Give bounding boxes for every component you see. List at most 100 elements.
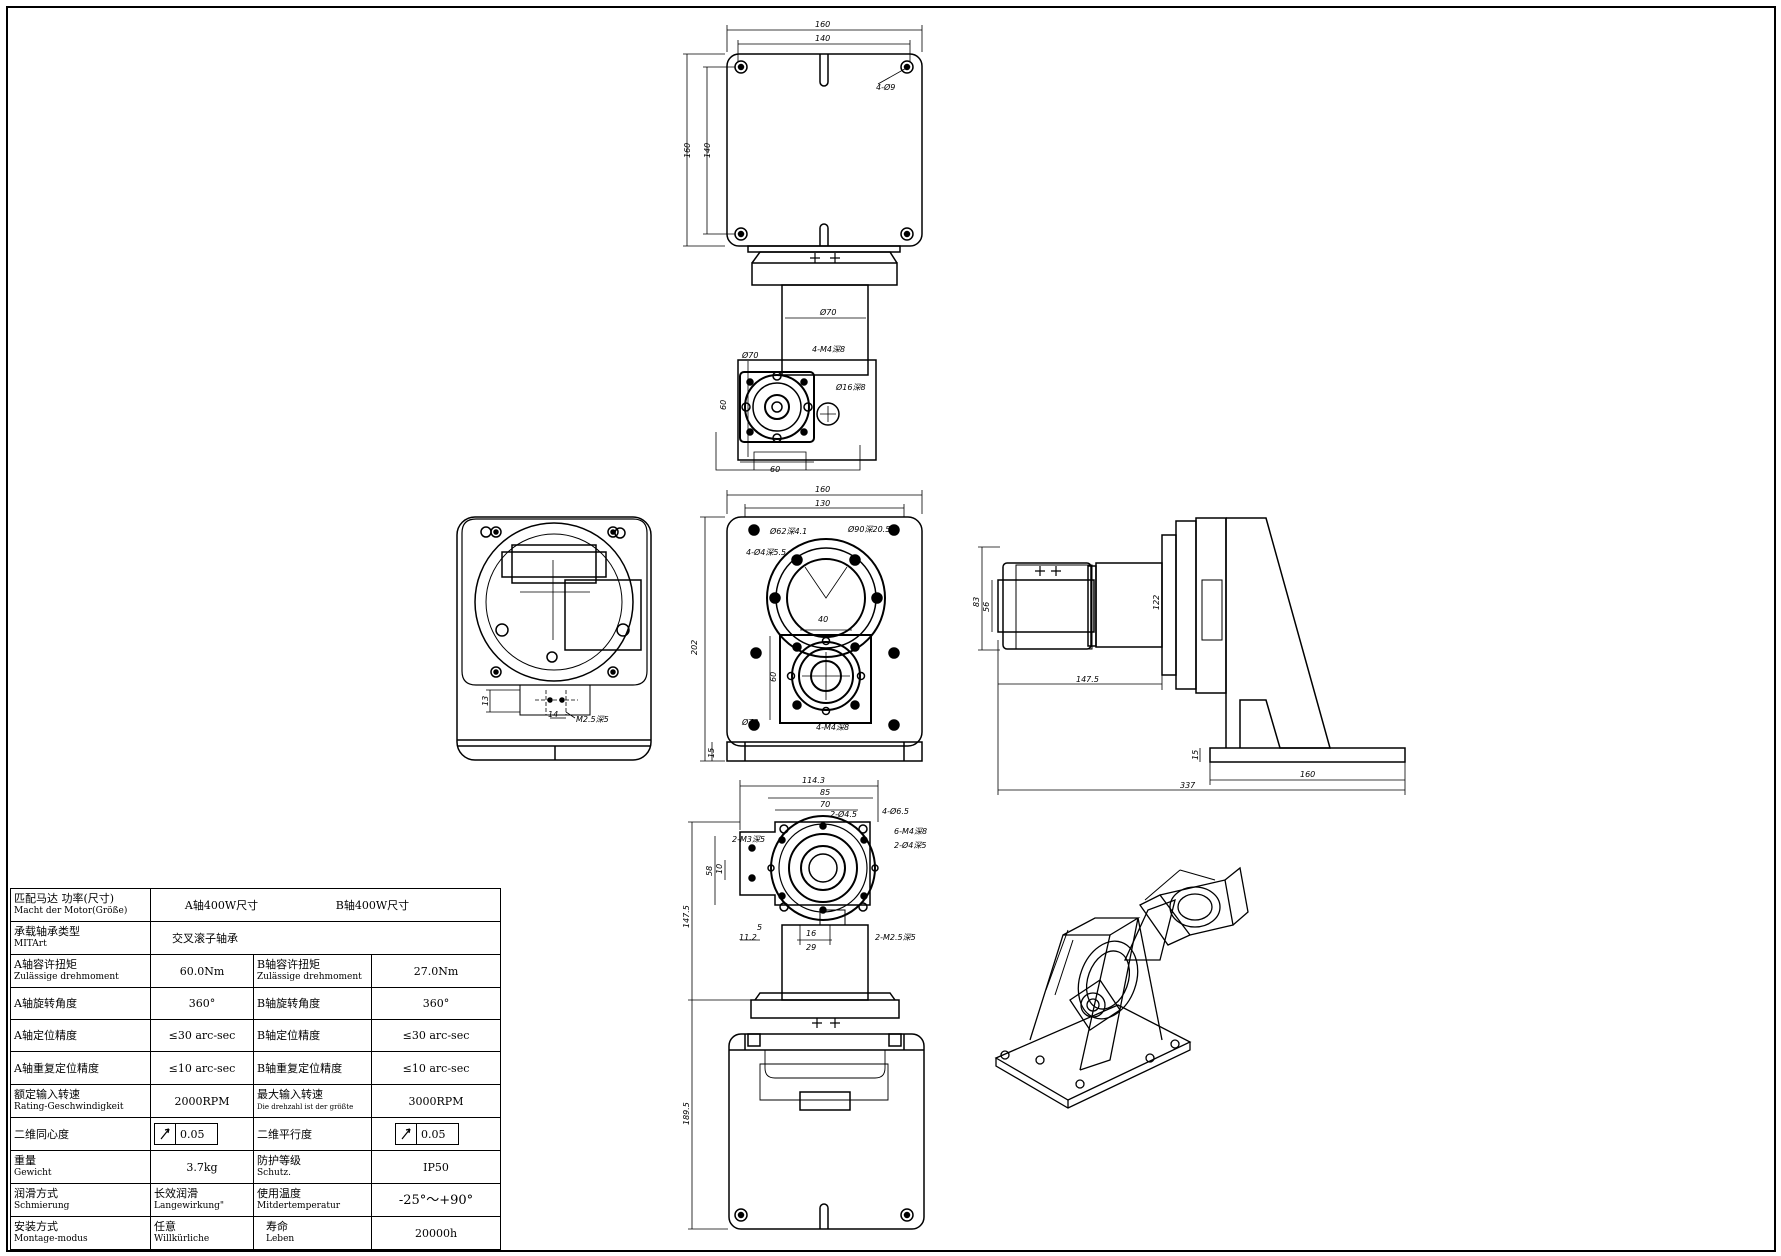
dim-label: 10 [715,864,724,874]
dim-label: 60 [770,465,780,474]
tolerance-frame: 0.05 [395,1123,459,1145]
dim-label: 147.5 [682,905,691,928]
spec-value: 360° [370,987,502,1020]
spec-value: A轴400W尺寸 B轴400W尺寸 [149,888,502,922]
dim-label: 160 [815,485,830,494]
dim-label: 122 [1152,595,1161,610]
dim-label: 13 [481,696,490,706]
spec-value: ≤10 arc-sec [370,1051,502,1085]
dim-label: Ø16深8 [835,382,866,392]
dim-label: M2.5深5 [576,715,609,724]
spec-value: 3000RPM [370,1084,502,1118]
dim-label: 11.2 [739,933,757,942]
motor-a: A轴400W尺寸 [184,898,259,912]
dim-label: 4-Ø6.5 [882,806,909,816]
spec-value: IP50 [370,1150,502,1184]
drawing-border [6,6,1776,1252]
dim-label: 147.5 [1076,675,1099,684]
table-row: A轴重复定位精度 ≤10 arc-sec B轴重复定位精度 ≤10 arc-se… [10,1051,502,1085]
dim-label: 160 [683,143,692,158]
left-view [456,516,652,761]
dim-label: 189.5 [682,1102,691,1125]
spec-label: 匹配马达 功率(尺寸)Macht der Motor(Größe) [10,888,151,922]
dim-label: Ø90深20.5 [847,524,890,534]
bottom-view-dimensions [688,780,879,1230]
spec-value: ≤30 arc-sec [370,1019,502,1052]
bottom-view [728,815,925,1230]
dim-label: 15 [1191,750,1200,760]
spec-label: B轴重复定位精度 [253,1051,372,1085]
side-view [997,517,1406,763]
dim-label: 56 [982,602,991,612]
table-row: 二维同心度 0.05 二维平行度 0.05 [10,1117,502,1151]
dim-label: Ø70 [741,717,758,727]
dim-label: 2-Ø4.5 [830,809,857,819]
dim-label: 4-M4深8 [816,723,849,732]
dim-label: 85 [820,788,830,797]
dim-label: 70 [820,800,830,809]
left-view-dimensions [486,689,576,719]
spec-value: 交叉滚子轴承 [149,921,502,955]
spec-label: 二维平行度 [253,1117,372,1151]
dim-label: 140 [815,34,830,43]
front-view [726,516,923,762]
dim-label: 60 [769,672,778,682]
dim-label: 130 [815,499,830,508]
tolerance-frame: 0.05 [154,1123,218,1145]
dim-label: 6-M4深8 [894,827,927,836]
spec-value: 27.0Nm [370,954,502,988]
table-row: A轴旋转角度 360° B轴旋转角度 360° [10,987,502,1020]
dim-label: 160 [815,20,830,29]
dim-label: 160 [1300,770,1315,779]
spec-value: ≤10 arc-sec [150,1051,254,1085]
dim-label: Ø70 [741,350,758,360]
dim-label: 58 [705,866,714,876]
dim-label: 83 [972,597,981,607]
spec-value: ≤30 arc-sec [150,1019,254,1052]
dim-label: 15 [707,748,716,758]
dim-label: 2-Ø4深5 [894,840,926,850]
dim-label: 40 [818,615,828,624]
spec-value: 20000h [370,1216,502,1250]
top-view [715,53,923,471]
motor-b: B轴400W尺寸 [335,898,410,912]
spec-value: 0.05 [150,1117,254,1151]
top-view-dimensions [683,25,923,463]
table-row: 匹配马达 功率(尺寸)Macht der Motor(Größe) A轴400W… [10,888,502,922]
dim-label: 114.3 [802,776,825,785]
dim-label: 16 [806,929,816,938]
front-view-dimensions [700,490,923,762]
dim-label: 14 [548,710,558,719]
dim-label: 4-Ø4深5.5 [746,547,786,557]
dim-label: 2-M3深5 [732,835,765,844]
dim-label: 5 [757,923,762,932]
spec-label: B轴旋转角度 [253,987,372,1020]
dim-label: 202 [690,640,699,655]
runout-icon [396,1124,417,1144]
spec-value: 60.0Nm [150,954,254,988]
dim-label: Ø62深4.1 [769,526,807,536]
isometric-view [994,866,1249,1109]
dim-label: 4-M4深8 [812,345,845,354]
dim-label: 140 [703,143,712,158]
spec-value: 360° [150,987,254,1020]
spec-value: 0.05 [370,1117,502,1151]
spec-value: 3.7kg [150,1150,254,1184]
spec-label: A轴重复定位精度 [10,1051,151,1085]
